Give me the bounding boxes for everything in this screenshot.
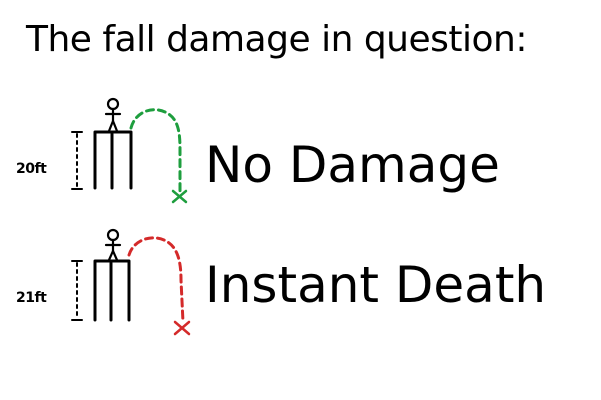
outcome-no-damage: No Damage xyxy=(205,136,500,194)
row-1-illustration xyxy=(71,97,188,204)
height-marker-21ft xyxy=(71,260,83,321)
landing-mark-green xyxy=(171,189,188,204)
tower xyxy=(93,259,131,322)
stick-figure xyxy=(104,97,122,133)
outcome-instant-death: Instant Death xyxy=(205,256,547,314)
comic-title: The fall damage in question: xyxy=(26,19,528,60)
landing-mark-red xyxy=(173,320,191,336)
tower xyxy=(93,130,133,190)
fall-arc-red xyxy=(127,236,185,324)
height-label-20ft: 20ft xyxy=(16,161,47,177)
height-marker-20ft xyxy=(71,131,83,190)
row-2-illustration xyxy=(71,228,191,336)
stick-figure xyxy=(104,228,122,262)
height-label-21ft: 21ft xyxy=(16,290,47,306)
fall-arc-green xyxy=(129,108,182,194)
